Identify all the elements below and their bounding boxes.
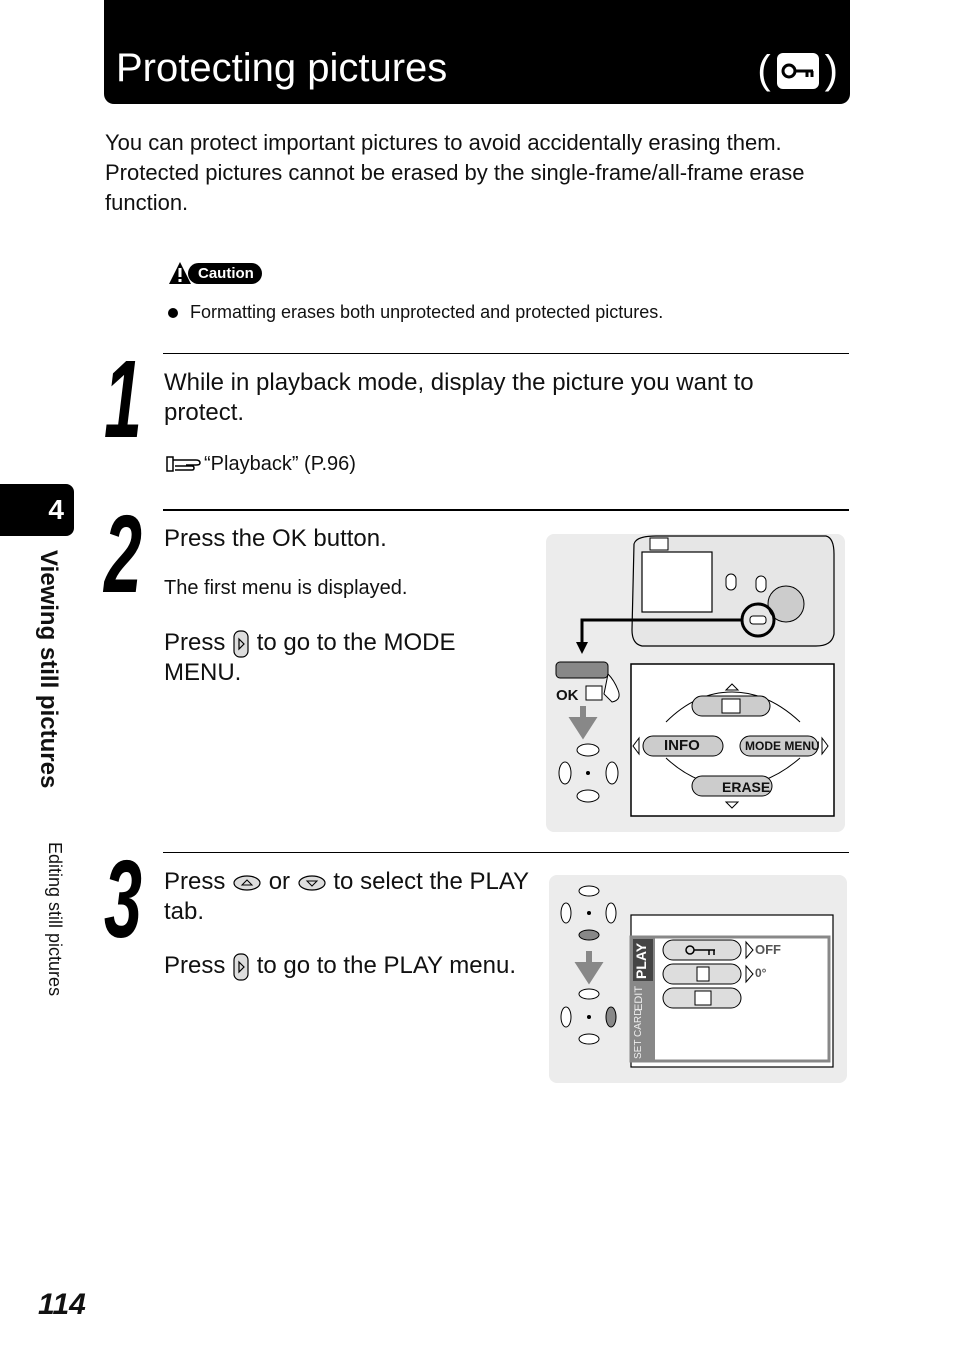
step-number: 1 (104, 338, 142, 461)
camera-menu-illustration: OK (555, 535, 835, 817)
bullet-icon (168, 307, 178, 318)
select-play-text: to select the PLAY tab. (164, 868, 529, 925)
title-bar: Protecting pictures ( ) (104, 0, 850, 104)
step-divider (163, 852, 849, 853)
page-number: 114 (38, 1288, 86, 1321)
menu-mode-label: MODE MENU (745, 739, 820, 753)
step-instruction: Press the OK button. (164, 525, 387, 552)
tab-set: SET (633, 1039, 644, 1059)
reference-text: “Playback” (P.96) (204, 453, 356, 475)
caution-label: Caution (188, 262, 262, 284)
right-arrow-button-icon (233, 630, 249, 658)
chapter-tab: 4 (0, 484, 74, 536)
up-arrow-button-icon (233, 875, 261, 891)
press-text: Press (164, 868, 226, 895)
play-tab-diagram: PLAY EDIT CARD SET OFF 0° (549, 875, 847, 1083)
paren-open: ( (757, 48, 771, 92)
warning-icon (169, 262, 191, 284)
step-result: The first menu is displayed. (164, 577, 408, 599)
or-text: or (268, 868, 291, 895)
right-arrow-button-icon (233, 953, 249, 981)
tab-play: PLAY (633, 942, 649, 980)
tab-card: CARD (633, 1008, 644, 1037)
step-divider (163, 353, 849, 354)
step-instruction: Press or to select the PLAY tab. (164, 867, 534, 927)
press-text: Press (164, 629, 226, 656)
tab-edit: EDIT (633, 985, 645, 1011)
step-number: 2 (104, 493, 142, 616)
step-instruction: While in playback mode, display the pict… (164, 369, 754, 426)
press-text: Press (164, 952, 226, 979)
ok-button-diagram: OK INFO MODE MENU ERASE (546, 534, 845, 832)
intro-paragraph: You can protect important pictures to av… (105, 130, 805, 215)
page-reference: “Playback” (P.96) (166, 451, 356, 477)
down-arrow-button-icon (298, 875, 326, 891)
pointing-hand-icon (166, 456, 201, 472)
step-instruction-2: Press to go to the MODE MENU. (164, 628, 514, 688)
paren-close: ) (824, 48, 838, 92)
step-instruction-2: Press to go to the PLAY menu. (164, 951, 516, 981)
step-divider (163, 509, 849, 511)
play-menu-text: to go to the PLAY menu. (256, 952, 516, 979)
svg-text:OK: OK (556, 687, 579, 704)
rotate-value: 0° (755, 966, 767, 980)
menu-info-label: INFO (664, 737, 700, 754)
section-title: Editing still pictures (45, 842, 65, 997)
play-menu-illustration (560, 885, 834, 1068)
menu-erase-label: ERASE (722, 779, 771, 795)
step-number: 3 (104, 838, 142, 961)
caution-item: Formatting erases both unprotected and p… (168, 302, 663, 323)
protect-value: OFF (755, 942, 781, 957)
caution-text: Formatting erases both unprotected and p… (190, 302, 664, 322)
page-title: Protecting pictures (116, 46, 448, 90)
caution-badge: Caution (168, 261, 262, 285)
title-key-badge: ( ) (757, 48, 838, 93)
key-icon (776, 52, 819, 89)
mode-menu-text: to go to the MODE MENU. (164, 629, 456, 686)
chapter-title: Viewing still pictures (35, 550, 62, 789)
